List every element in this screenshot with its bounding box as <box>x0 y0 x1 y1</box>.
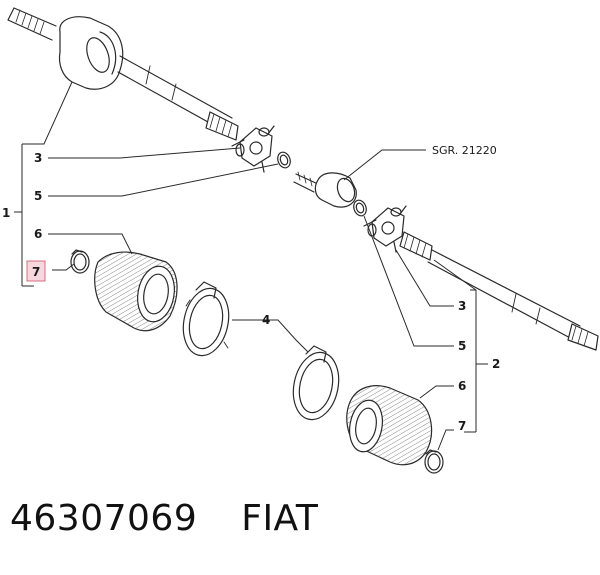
highlight-box-7 <box>26 260 46 282</box>
callout-7-right: 7 <box>458 419 466 433</box>
left-drive-shaft <box>7 7 239 141</box>
boot-left <box>94 251 178 332</box>
inner-joint-housing <box>293 171 357 208</box>
part-caption: 46307069 FIAT <box>10 498 318 539</box>
small-clamp-right <box>424 449 444 474</box>
leader-lines <box>14 81 488 451</box>
small-clamp-left <box>70 249 90 274</box>
callout-3-right: 3 <box>458 299 466 313</box>
callout-5-left: 5 <box>34 189 42 203</box>
snap-ring-right <box>353 199 367 217</box>
callout-3-left: 3 <box>34 151 42 165</box>
callout-1: 1 <box>2 206 10 220</box>
callout-4: 4 <box>262 313 270 327</box>
large-clamp-right <box>292 345 340 421</box>
part-number: 46307069 <box>10 498 198 539</box>
boot-right <box>346 385 433 466</box>
tripod-spider-left <box>231 125 275 173</box>
callout-7-left: 7 <box>32 265 40 279</box>
snap-ring-left <box>277 151 291 169</box>
reference-sgr-21220: SGR. 21220 <box>432 144 497 157</box>
callout-5-right: 5 <box>458 339 466 353</box>
callout-6-left: 6 <box>34 227 42 241</box>
brand-name: FIAT <box>241 498 319 539</box>
right-drive-shaft <box>399 231 599 351</box>
large-clamp-left <box>182 281 230 357</box>
callout-2: 2 <box>492 357 500 371</box>
tripod-spider-right <box>363 205 407 253</box>
callout-6-right: 6 <box>458 379 466 393</box>
